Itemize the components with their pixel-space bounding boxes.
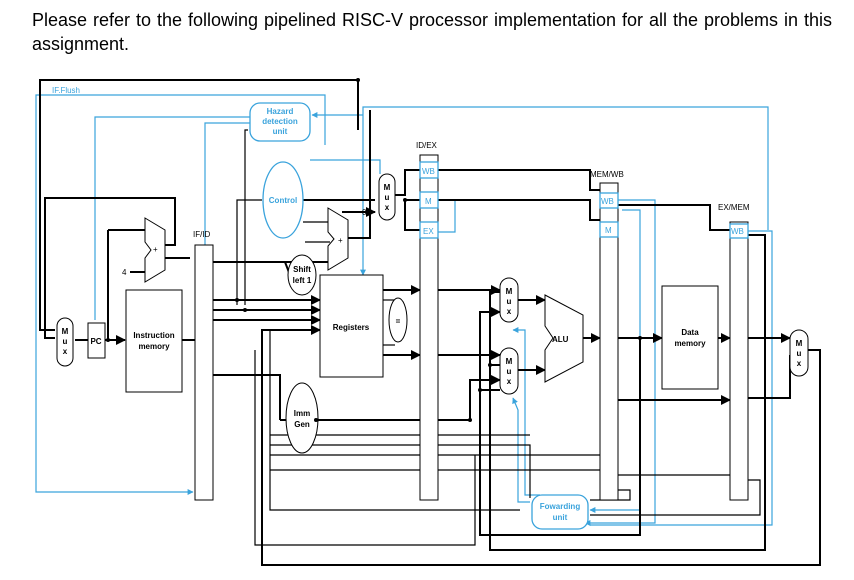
id-ex-ex-field: EX xyxy=(423,227,434,236)
imm-line-1: Imm xyxy=(294,409,310,418)
mem-wb-m-field: M xyxy=(605,226,612,235)
const-four: 4 xyxy=(122,268,127,277)
hazard-detection-unit: Hazard detection unit xyxy=(249,102,311,142)
svg-text:M: M xyxy=(506,287,513,296)
equal-sign: = xyxy=(396,317,401,326)
svg-text:M: M xyxy=(796,339,803,348)
equality-comparator: = xyxy=(388,297,408,343)
svg-text:M: M xyxy=(384,183,391,192)
id-ex-wb-field: WB xyxy=(422,167,435,176)
if-id-label: IF/ID xyxy=(193,230,211,239)
imm-line-2: Gen xyxy=(294,420,310,429)
svg-text:x: x xyxy=(385,203,390,212)
forwarding-line-1: Fowarding xyxy=(540,502,581,511)
branch-adder-sign: + xyxy=(338,236,343,245)
control-signal-wires: IF.Flush xyxy=(35,86,773,526)
hazard-line-1: Hazard xyxy=(267,107,294,116)
if-flush-label: IF.Flush xyxy=(52,86,80,95)
im-line-1: Instruction xyxy=(133,331,174,340)
shift-left-unit: Shift left 1 xyxy=(287,254,317,296)
const-zero: 0 xyxy=(362,208,367,217)
control-mux: M u x 0 xyxy=(362,173,396,221)
pc-adder-sign: + xyxy=(153,245,158,254)
hazard-line-3: unit xyxy=(273,127,288,136)
pc-mux: M u x xyxy=(56,317,74,367)
svg-text:u: u xyxy=(797,349,802,358)
register-file: Registers xyxy=(319,274,384,378)
alu: ALU xyxy=(544,294,584,383)
svg-text:x: x xyxy=(63,347,68,356)
writeback-mux: M u x xyxy=(789,329,809,377)
assignment-instructions: Please refer to the following pipelined … xyxy=(32,10,832,54)
branch-adder: + xyxy=(327,207,349,271)
svg-text:u: u xyxy=(507,297,512,306)
ex-mem-label: EX/MEM xyxy=(718,203,750,212)
shift-line-2: left 1 xyxy=(293,276,312,285)
pc-label: PC xyxy=(90,337,101,346)
svg-text:u: u xyxy=(507,367,512,376)
forwarding-unit: Fowarding unit xyxy=(531,494,589,530)
mem-wb-wb-field: WB xyxy=(601,197,614,206)
svg-text:u: u xyxy=(63,337,68,346)
pc-adder: + 4 xyxy=(122,217,166,283)
hazard-line-2: detection xyxy=(262,117,298,126)
svg-text:x: x xyxy=(507,377,512,386)
data-memory: Data memory xyxy=(661,285,719,390)
pipeline-register-mem-wb: WB M MEM/WB xyxy=(590,170,624,501)
registers-label: Registers xyxy=(333,323,370,332)
pipeline-register-if-id: IF/ID xyxy=(193,230,214,501)
im-line-2: memory xyxy=(138,342,170,351)
svg-text:M: M xyxy=(506,357,513,366)
ex-mem-wb-field: WB xyxy=(731,227,744,236)
mem-wb-label: MEM/WB xyxy=(590,170,624,179)
control-unit: Control xyxy=(262,161,304,239)
alu-label: ALU xyxy=(552,335,569,344)
svg-text:x: x xyxy=(507,307,512,316)
alu-mux-b: M u x xyxy=(499,347,519,395)
instruction-memory: Instruction memory xyxy=(125,289,183,393)
id-ex-m-field: M xyxy=(425,197,432,206)
svg-text:M: M xyxy=(62,327,69,336)
dm-line-1: Data xyxy=(681,328,699,337)
forwarding-line-2: unit xyxy=(553,513,568,522)
control-label: Control xyxy=(269,196,297,205)
svg-text:x: x xyxy=(797,359,802,368)
program-counter: PC xyxy=(87,322,106,359)
shift-line-1: Shift xyxy=(293,265,311,274)
alu-mux-a: M u x xyxy=(499,277,519,323)
dm-line-2: memory xyxy=(674,339,706,348)
svg-text:u: u xyxy=(385,193,390,202)
pipeline-register-id-ex: WB M EX ID/EX xyxy=(416,141,439,501)
pipeline-register-ex-mem: WB EX/MEM xyxy=(718,203,750,501)
immediate-generator: Imm Gen xyxy=(285,382,319,454)
id-ex-label: ID/EX xyxy=(416,141,438,150)
wire-junctions xyxy=(106,78,642,422)
